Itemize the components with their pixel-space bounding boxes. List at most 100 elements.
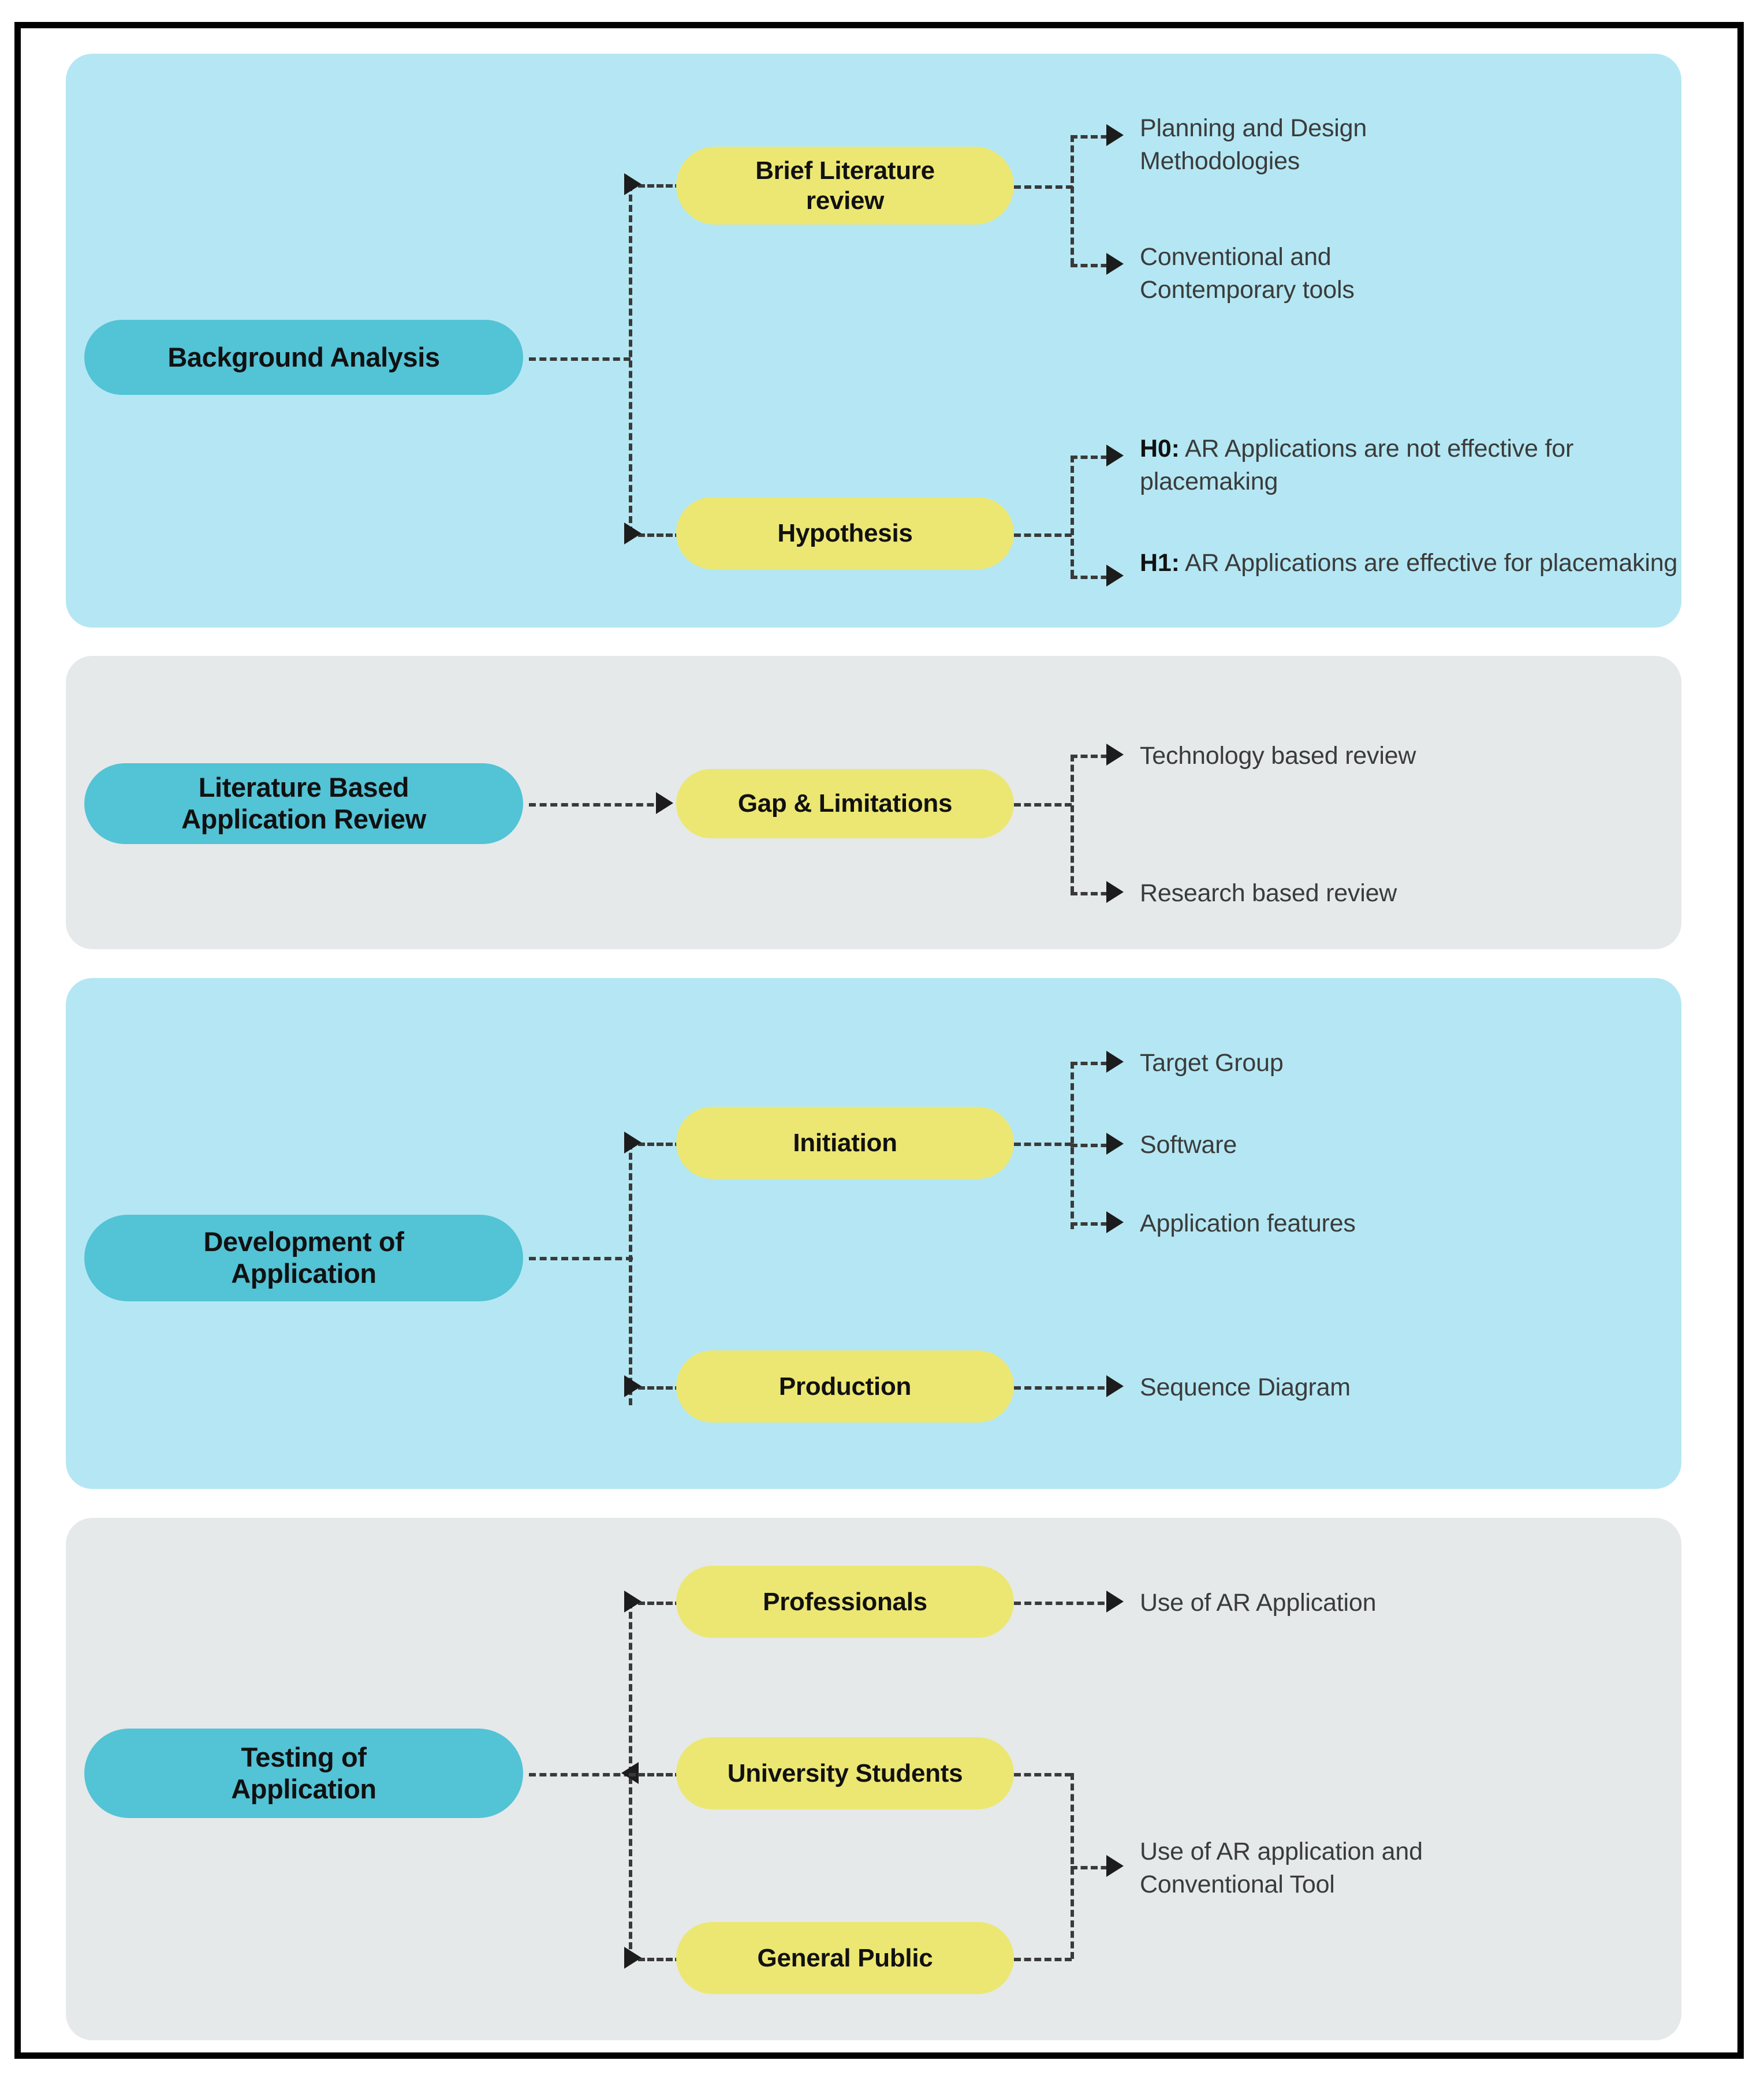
connector-spine-3 xyxy=(629,1143,632,1405)
connector-leaf-3a1 xyxy=(1071,1062,1118,1065)
arrow-right-icon xyxy=(1106,445,1124,466)
connector-out-4b xyxy=(1014,1773,1072,1776)
connector-stage-stem-2 xyxy=(529,803,665,807)
stage-label: Background Analysis xyxy=(167,341,440,372)
arrow-right-icon xyxy=(1106,1211,1124,1233)
connector-stage-stem-1 xyxy=(529,357,631,361)
node-general-public[interactable]: General Public xyxy=(676,1922,1014,1994)
connector-branch-4a xyxy=(629,1602,682,1605)
leaf-text: Target Group xyxy=(1140,1049,1284,1077)
leaf-target-group: Target Group xyxy=(1140,1047,1717,1080)
arrow-right-icon xyxy=(624,1132,642,1154)
node-label: University Students xyxy=(727,1759,963,1787)
arrow-right-icon xyxy=(624,1947,642,1969)
connector-leaf-2a2 xyxy=(1071,892,1118,895)
arrow-right-icon xyxy=(1106,1855,1124,1877)
leaf-sequence-diagram: Sequence Diagram xyxy=(1140,1371,1717,1404)
connector-branch-3a xyxy=(629,1143,682,1146)
node-professionals[interactable]: Professionals xyxy=(676,1566,1014,1638)
arrow-right-icon xyxy=(1106,1375,1124,1397)
node-gap-limitations[interactable]: Gap & Limitations xyxy=(676,769,1014,838)
leaf-application-features: Application features xyxy=(1140,1207,1717,1240)
connector-branch-1a xyxy=(629,184,682,188)
connector-leaf-1a1 xyxy=(1071,135,1118,139)
connector-leaf-3a3 xyxy=(1071,1222,1118,1226)
node-label: Initiation xyxy=(793,1128,897,1157)
connector-out-3a xyxy=(1014,1143,1072,1146)
arrow-right-icon xyxy=(1106,124,1124,146)
connector-subspine-1b xyxy=(1071,456,1074,577)
leaf-text: Use of AR Application xyxy=(1140,1589,1377,1617)
leaf-software: Software xyxy=(1140,1129,1717,1162)
leaf-hypothesis-h0: H0: AR Applications are not effective fo… xyxy=(1140,432,1711,498)
connector-branch-3b xyxy=(629,1386,682,1390)
stage-background-analysis[interactable]: Background Analysis xyxy=(84,320,523,395)
node-label: General Public xyxy=(757,1943,933,1972)
node-label: Professionals xyxy=(763,1587,927,1616)
arrow-right-icon xyxy=(1106,565,1124,587)
connector-branch-4b xyxy=(629,1773,682,1776)
arrow-right-icon xyxy=(624,522,642,544)
leaf-text: Research based review xyxy=(1140,879,1397,907)
arrow-right-icon xyxy=(1106,1591,1124,1613)
connector-leaf-1a2 xyxy=(1071,264,1118,267)
arrow-right-icon xyxy=(624,1591,642,1613)
leaf-prefix: H1: xyxy=(1140,549,1180,577)
connector-leaf-3a2 xyxy=(1071,1144,1118,1147)
node-university-students[interactable]: University Students xyxy=(676,1737,1014,1809)
arrow-right-icon xyxy=(1106,744,1124,766)
connector-subspine-2a xyxy=(1071,755,1074,893)
node-label: Hypothesis xyxy=(777,518,913,547)
node-hypothesis[interactable]: Hypothesis xyxy=(676,497,1014,569)
arrow-right-icon xyxy=(1106,881,1124,903)
leaf-text: Software xyxy=(1140,1131,1237,1159)
connector-spine-1 xyxy=(629,184,632,533)
connector-out-1b xyxy=(1014,533,1072,537)
leaf-prefix: H0: xyxy=(1140,435,1180,462)
node-initiation[interactable]: Initiation xyxy=(676,1107,1014,1179)
leaf-text: AR Applications are effective for placem… xyxy=(1179,549,1678,577)
leaf-text: Technology based review xyxy=(1140,742,1416,770)
connector-out-3b xyxy=(1014,1386,1115,1390)
leaf-hypothesis-h1: H1: AR Applications are effective for pl… xyxy=(1140,547,1711,580)
leaf-text: AR Applications are not effective for pl… xyxy=(1140,435,1574,496)
connector-out-4c xyxy=(1014,1958,1072,1961)
connector-stage-stem-4 xyxy=(529,1773,642,1776)
connector-out-2a xyxy=(1014,803,1072,807)
arrow-right-icon xyxy=(624,1375,642,1397)
connector-stage-stem-3 xyxy=(529,1257,633,1260)
connector-leaf-1b2 xyxy=(1071,576,1118,579)
arrow-right-icon xyxy=(1106,1051,1124,1073)
leaf-text: Application features xyxy=(1140,1210,1356,1237)
connector-leaf-2a1 xyxy=(1071,755,1118,758)
leaf-technology-based-review: Technology based review xyxy=(1140,740,1717,772)
node-production[interactable]: Production xyxy=(676,1350,1014,1423)
leaf-text: Sequence Diagram xyxy=(1140,1373,1351,1401)
node-label: Gap & Limitations xyxy=(737,789,953,818)
leaf-research-based-review: Research based review xyxy=(1140,877,1717,910)
connector-branch-1b xyxy=(629,533,682,537)
connector-out-1a xyxy=(1014,185,1073,189)
arrow-right-icon xyxy=(1106,1133,1124,1155)
connector-branch-4c xyxy=(629,1958,682,1961)
connector-leaf-4shared xyxy=(1071,1866,1118,1869)
connector-leaf-1b1 xyxy=(1071,456,1118,459)
arrow-right-icon xyxy=(624,173,642,195)
connector-out-4a xyxy=(1014,1602,1115,1605)
arrow-right-icon xyxy=(656,792,673,814)
node-label: Production xyxy=(778,1372,912,1401)
leaf-use-of-ar-application: Use of AR Application xyxy=(1140,1587,1717,1619)
arrow-right-icon xyxy=(1106,253,1124,275)
connector-subspine-1a xyxy=(1071,135,1074,265)
